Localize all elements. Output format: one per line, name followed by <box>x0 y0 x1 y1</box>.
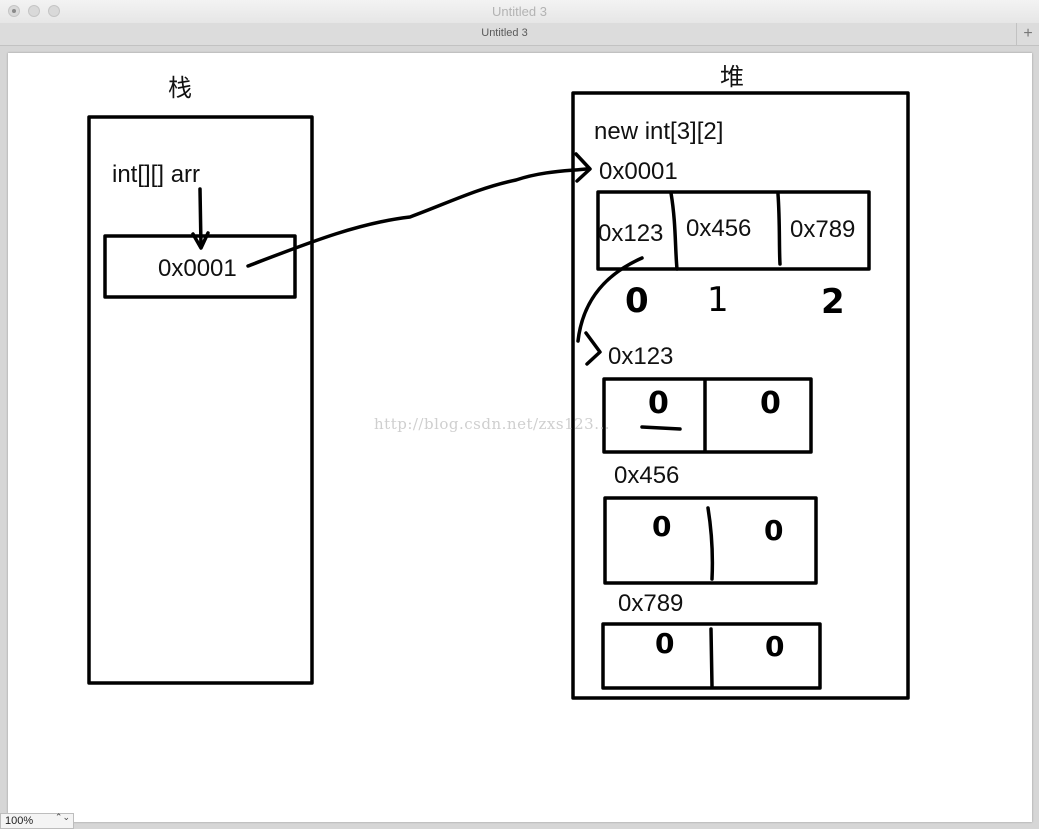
zero-underline <box>640 425 682 431</box>
watermark-text: http://blog.csdn.net/zxs123... <box>374 415 611 433</box>
inner-array-box-0x456 <box>603 496 818 585</box>
zoom-level: 100% <box>5 815 34 827</box>
inner-value-0x456-1: 0 <box>764 514 784 547</box>
stack-frame <box>87 115 314 685</box>
inner-value-0x789-0: 0 <box>655 627 675 660</box>
outer-array-box <box>596 190 871 271</box>
inner-divider-0x789 <box>709 627 714 688</box>
inner-value-0x789-1: 0 <box>765 630 785 663</box>
inner-array-box-0x789 <box>601 622 822 690</box>
close-window-button[interactable] <box>8 5 20 17</box>
inner-address-0x456: 0x456 <box>614 462 680 489</box>
title-bar: Untitled 3 <box>0 0 1039 24</box>
heap-frame <box>571 91 910 700</box>
inner-reference-arrow-head <box>584 331 602 366</box>
inner-array-box-0x123 <box>602 377 813 454</box>
minimize-window-button[interactable] <box>28 5 40 17</box>
window-title: Untitled 3 <box>492 4 547 19</box>
inner-address-0x123: 0x123 <box>608 343 674 370</box>
zoom-window-button[interactable] <box>48 5 60 17</box>
stack-value: 0x0001 <box>158 255 237 282</box>
reference-arrow <box>246 167 588 268</box>
outer-cell-0: 0x123 <box>598 220 664 247</box>
add-tab-plus-icon[interactable]: + <box>1016 23 1039 45</box>
outer-divider-1 <box>669 191 679 271</box>
inner-divider-0x456 <box>706 506 715 581</box>
outer-index-2: 2 <box>821 282 845 322</box>
heap-heading: 堆 <box>720 64 744 91</box>
tab-untitled-3[interactable]: Untitled 3 <box>481 27 528 39</box>
zoom-select[interactable]: 100% ⌃⌄ <box>0 813 74 829</box>
tab-bar: Untitled 3 + <box>0 23 1039 46</box>
drawing-canvas[interactable]: 栈 堆 int[][] arr 0x0001 new int[3][2] 0x0… <box>8 53 1032 822</box>
stack-variable-label: int[][] arr <box>112 161 201 188</box>
inner-value-0x123-1: 0 <box>760 386 781 421</box>
outer-index-1: 1 <box>707 280 729 320</box>
inner-address-0x789: 0x789 <box>618 590 684 617</box>
heap-new-expression: new int[3][2] <box>594 118 724 145</box>
outer-array-address: 0x0001 <box>599 158 678 185</box>
inner-reference-arrow <box>576 256 644 343</box>
inner-value-0x123-0: 0 <box>648 386 669 421</box>
zoom-stepper-icon[interactable]: ⌃⌄ <box>54 812 70 822</box>
outer-cell-1: 0x456 <box>686 215 752 242</box>
variable-arrow-head <box>191 231 210 250</box>
outer-index-0: 0 <box>625 281 649 321</box>
diagram-strokes <box>87 91 910 700</box>
stack-heading: 栈 <box>168 75 192 102</box>
outer-cell-2: 0x789 <box>790 216 856 243</box>
reference-arrow-head <box>574 152 592 183</box>
outer-divider-2 <box>776 192 782 266</box>
variable-arrow <box>198 187 203 249</box>
inner-value-0x456-0: 0 <box>652 510 672 543</box>
